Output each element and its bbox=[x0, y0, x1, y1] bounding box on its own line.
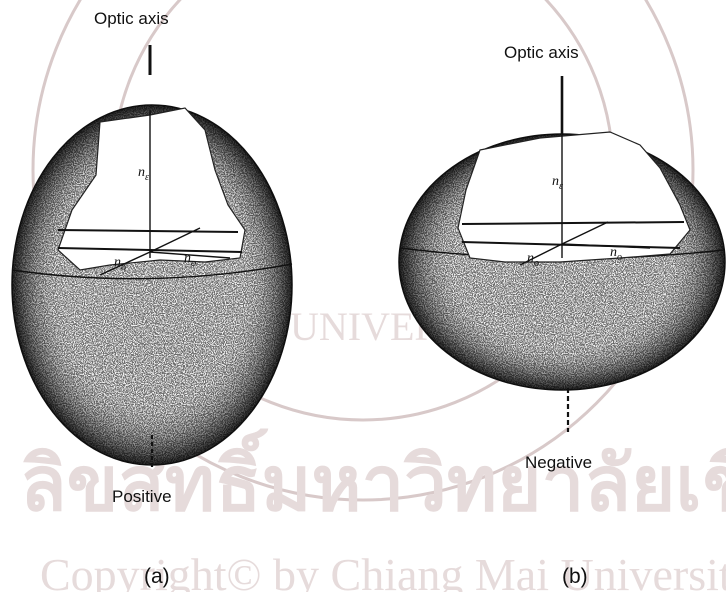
watermark-copyright: Copyright© by Chiang Mai University bbox=[40, 549, 726, 592]
positive-label: Positive bbox=[112, 487, 172, 506]
panel-label-a: (a) bbox=[144, 565, 170, 588]
negative-label: Negative bbox=[525, 453, 592, 472]
optic-axis-label-b: Optic axis bbox=[504, 43, 579, 62]
panel-label-b: (b) bbox=[562, 565, 588, 588]
optic-axis-label-a: Optic axis bbox=[94, 9, 169, 28]
